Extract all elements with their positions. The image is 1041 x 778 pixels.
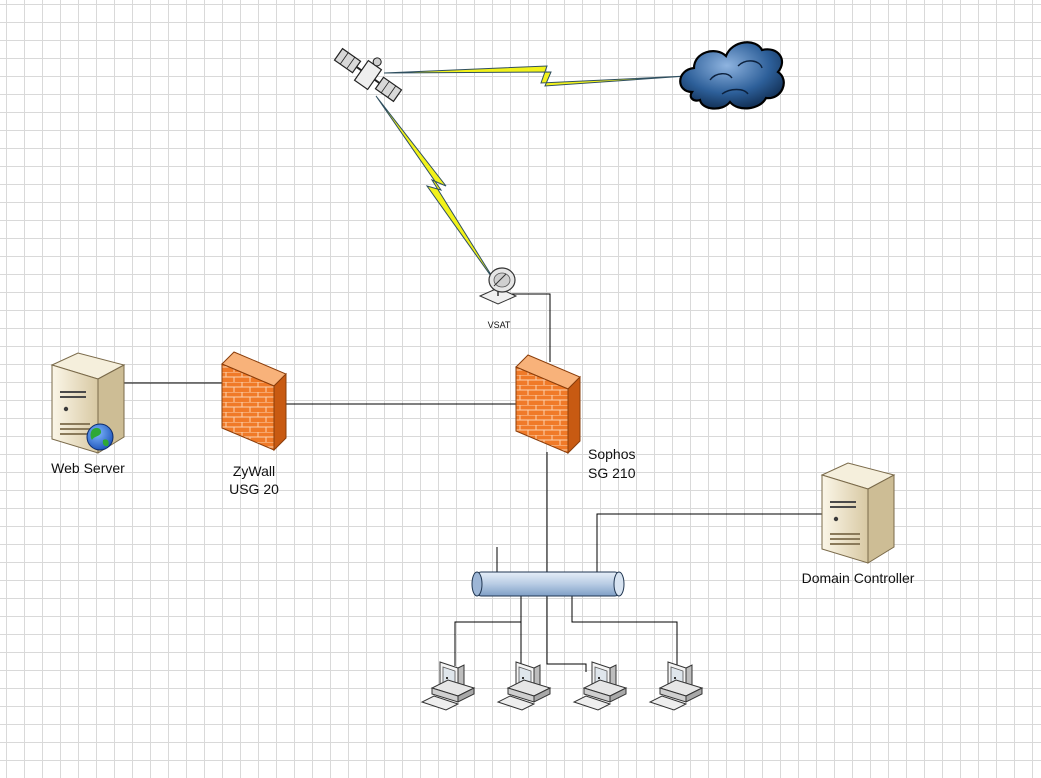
wireless-link-satellite-cloud: [383, 65, 688, 87]
workstation-icon-1: [421, 661, 475, 711]
zywall-label-line1: ZyWall: [232, 463, 276, 479]
vsat-label: VSAT: [487, 320, 511, 330]
globe-icon: [86, 423, 114, 451]
workstation-icon-4: [649, 661, 703, 711]
web-server-label: Web Server: [51, 460, 125, 476]
satellite-icon: [333, 47, 403, 103]
vsat-dish-icon: [478, 267, 518, 305]
link-bus-pc-1: [454, 596, 522, 666]
domain-controller-server-icon: [821, 462, 895, 564]
ethernet-bus-icon: [471, 571, 625, 597]
workstation-icon-3: [573, 661, 627, 711]
connections: [122, 293, 822, 672]
sophos-label-line2: SG 210: [588, 465, 636, 481]
zywall-firewall-icon: [221, 351, 287, 451]
zywall-label-line2: USG 20: [229, 481, 279, 497]
cloud-icon: [679, 41, 785, 110]
workstation-icon-2: [497, 661, 551, 711]
link-bus-pc-3: [546, 596, 587, 672]
link-bus-pc-4: [571, 596, 678, 666]
link-vsat-sophos: [506, 293, 551, 362]
sophos-label-line1: Sophos: [588, 446, 636, 462]
sophos-firewall-icon: [515, 354, 581, 454]
domain-controller-label: Domain Controller: [801, 570, 915, 586]
link-bus-domain-controller: [596, 513, 822, 572]
wireless-link-satellite-vsat: [375, 95, 499, 287]
